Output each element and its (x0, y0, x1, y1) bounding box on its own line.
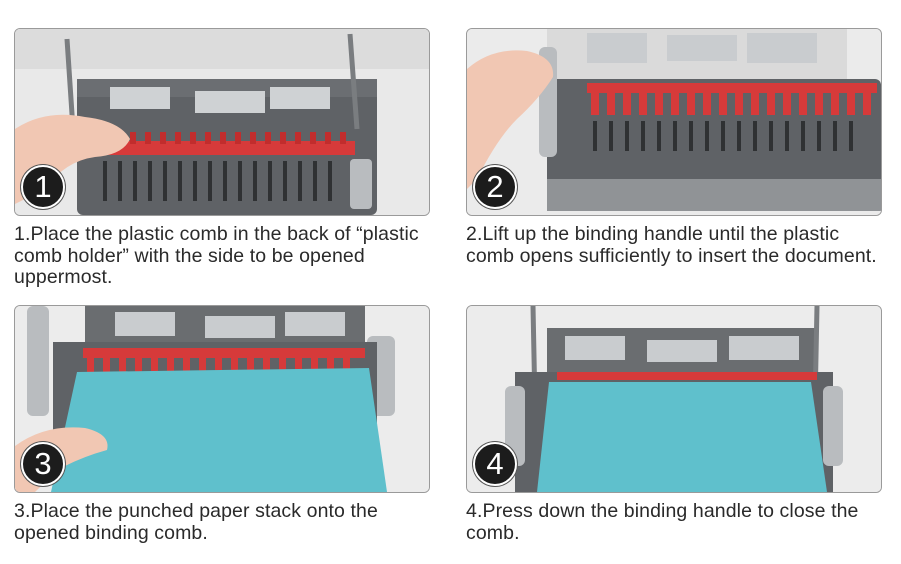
binding-machine-image (15, 29, 429, 215)
step-4-photo: 4 (466, 305, 882, 493)
step-number-badge: 2 (473, 165, 517, 209)
step-1-photo: 1 (14, 28, 430, 216)
step-number-badge: 4 (473, 442, 517, 486)
step-number-badge: 1 (21, 165, 65, 209)
step-number-badge: 3 (21, 442, 65, 486)
binding-machine-image (467, 29, 881, 215)
step-2-caption: 2.Lift up the binding handle until the p… (466, 223, 877, 267)
step-2-photo: 2 (466, 28, 882, 216)
step-4-caption: 4.Press down the binding handle to close… (466, 500, 859, 544)
step-1-caption: 1.Place the plastic comb in the back of … (14, 223, 419, 288)
binding-machine-image (467, 306, 881, 492)
binding-machine-image (15, 306, 429, 492)
step-3-photo: 3 (14, 305, 430, 493)
step-3-caption: 3.Place the punched paper stack onto the… (14, 500, 378, 544)
